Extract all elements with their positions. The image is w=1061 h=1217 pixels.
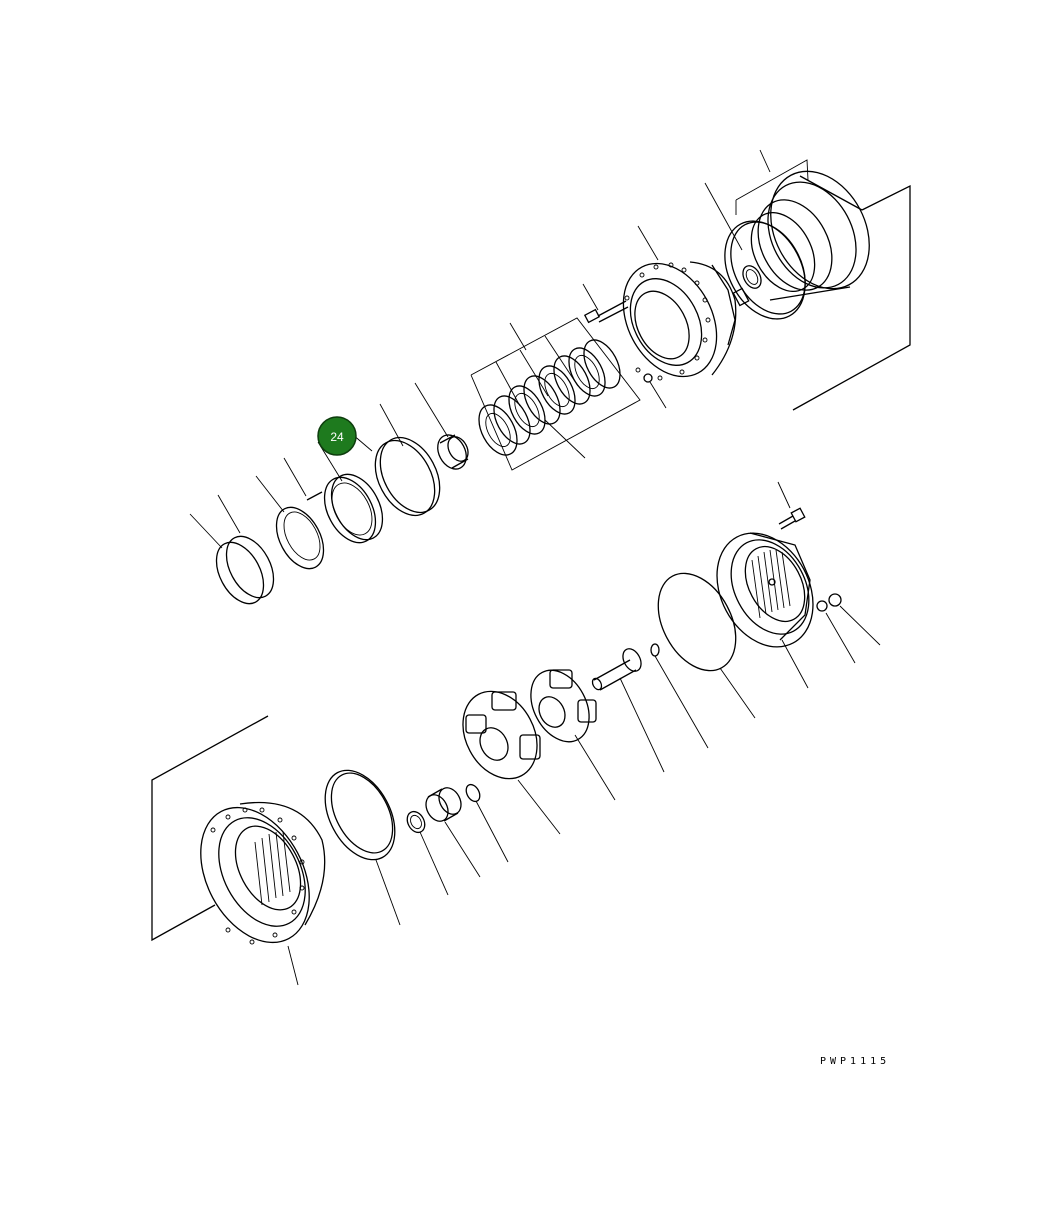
cover-plate [716,532,814,689]
final-drive-hub [151,715,326,986]
washer-nut [816,593,881,664]
brake-housing [622,225,750,381]
spring-pin [283,457,323,501]
snap-ring-small [465,783,509,863]
sun-gear-shaft [591,648,665,773]
callout-circle [317,416,357,456]
clutch-disc-pack [470,317,641,471]
piston-assembly [750,170,870,301]
bearing-lower [425,787,481,878]
snap-ring [189,494,275,605]
pin [643,373,667,409]
thrust-washer [650,643,709,749]
callout-label: 24 [330,430,344,444]
housing-bolt [582,283,629,324]
seal-ring [255,475,325,570]
spacer-ring [406,810,449,896]
ring-gear [324,769,401,926]
bearing [414,382,469,470]
planet-carrier-lower [462,690,561,835]
upper-housing-frame [792,184,911,411]
piston-group-bracket [704,149,809,251]
ring [374,403,441,517]
callout-badge-24[interactable]: 24 [317,416,357,456]
planet-carrier-upper [530,669,616,801]
o-ring-large [724,220,806,320]
o-ring-lower [657,572,756,719]
drawing-code: PWP1115 [820,1056,891,1067]
cover-bolt [777,481,806,530]
seal-small [742,265,762,289]
